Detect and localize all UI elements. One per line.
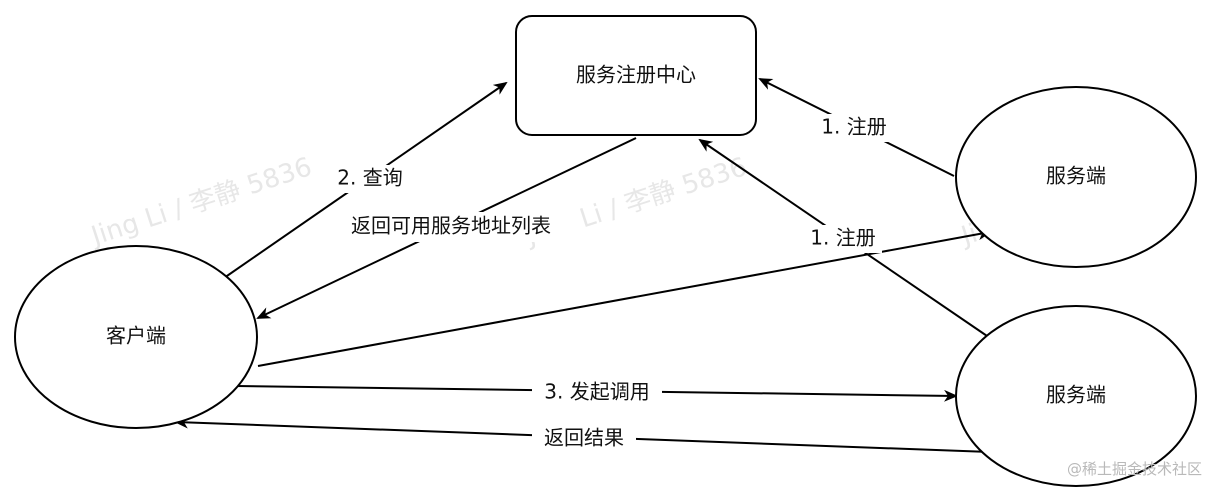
node-client: 客户端 [14,245,258,429]
client-label: 客户端 [106,324,166,348]
registry-box [515,15,757,136]
server-top-ellipse [955,86,1197,268]
server-bottom-label: 服务端 [1046,383,1106,407]
label-result: 返回结果 [544,426,624,450]
label-address-list-bg [328,212,574,242]
label-invoke: 3. 发起调用 [544,380,649,404]
label-register-bottom-bg [804,225,882,253]
label-invoke-bg [532,378,662,408]
label-query-bg [330,165,410,193]
label-register-bottom-group: 1. 注册 [804,225,882,253]
node-server-bottom: 服务端 [955,305,1197,487]
label-query: 2. 查询 [337,166,402,190]
label-result-group: 返回结果 [532,424,636,454]
registry-label: 服务注册中心 [576,63,696,87]
label-address-list: 返回可用服务地址列表 [351,214,551,238]
label-register-bottom: 1. 注册 [810,226,875,250]
watermark-left: Jing Li / 李静 5836 [86,152,316,252]
client-ellipse [14,245,258,429]
edge-client-to-server-top [257,228,992,367]
node-server-top: 服务端 [955,86,1197,268]
footer-watermark: @稀土掘金技术社区 [1067,460,1202,478]
label-address-list-group: 返回可用服务地址列表 [328,212,574,242]
server-top-label: 服务端 [1046,164,1106,188]
label-query-group: 2. 查询 [330,165,410,193]
label-register-top: 1. 注册 [821,115,886,139]
label-register-top-bg [817,114,891,142]
label-register-top-group: 1. 注册 [817,114,891,142]
label-result-bg [532,424,636,454]
server-bottom-ellipse [955,305,1197,487]
node-registry: 服务注册中心 [515,15,757,136]
label-invoke-group: 3. 发起调用 [532,378,662,408]
